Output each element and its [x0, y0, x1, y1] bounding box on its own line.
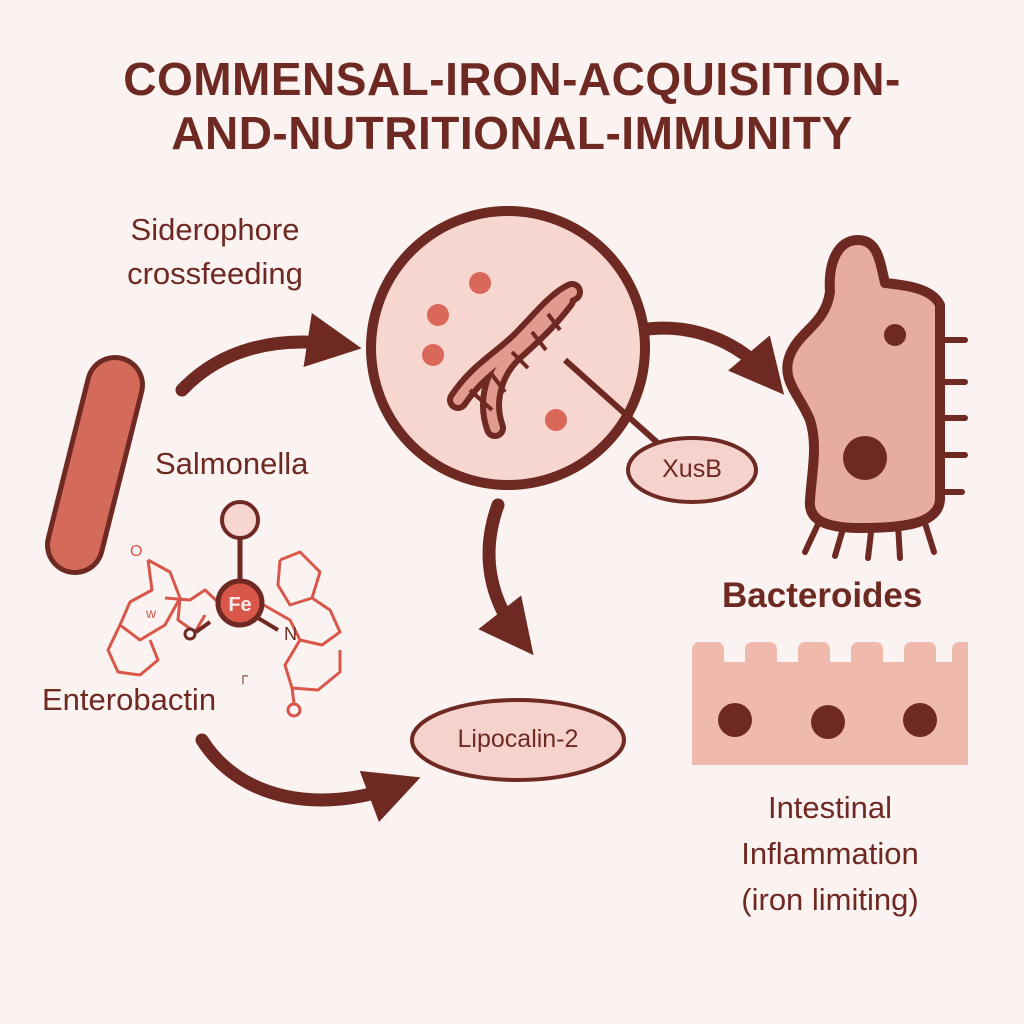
arrow-salmonella-to-circle — [175, 313, 362, 397]
salmonella-label: Salmonella — [155, 446, 309, 481]
siderophore-label-line-2: crossfeeding — [127, 256, 303, 291]
lipocalin-label: Lipocalin-2 — [457, 725, 579, 753]
arrow-circle-to-lipocalin — [478, 498, 534, 656]
bacteroides-label: Bacteroides — [722, 576, 923, 615]
xusb-connector-line — [562, 357, 663, 448]
intestinal-epithelium-icon — [692, 642, 968, 765]
inflammation-label-line-3: (iron limiting) — [741, 882, 919, 917]
arrow-circle-to-bacteroides — [633, 321, 785, 395]
salmonella-bacterium-icon — [45, 355, 145, 575]
fe-atom-label: Fe — [228, 594, 251, 616]
enterobactin-fe-complex-icon — [106, 500, 342, 718]
corner-mark: ┌ — [238, 667, 248, 685]
dna-helix-icon — [447, 281, 583, 439]
bacteroides-bacterium-icon — [782, 235, 968, 561]
xusb-pill — [626, 436, 758, 504]
siderophore-label-line-1: Siderophore — [130, 212, 300, 247]
w-atom-label: w — [145, 605, 157, 621]
oxygen-atom-label: O — [130, 543, 142, 560]
nitrogen-atom-label: N — [284, 624, 297, 644]
inflammation-label-line-1: Intestinal — [767, 790, 893, 825]
arrow-enterobactin-to-lipocalin — [195, 733, 421, 823]
enterobactin-label: Enterobactin — [42, 682, 217, 717]
inflammation-label-line-2: Inflammation — [741, 836, 919, 871]
xusb-label: XusB — [662, 455, 722, 483]
lipocalin-pill — [410, 698, 626, 782]
title-line-1: COMMENSAL-IRON-ACQUISITION- — [123, 53, 901, 105]
title-line-2: AND-NUTRITIONAL-IMMUNITY — [171, 107, 853, 159]
